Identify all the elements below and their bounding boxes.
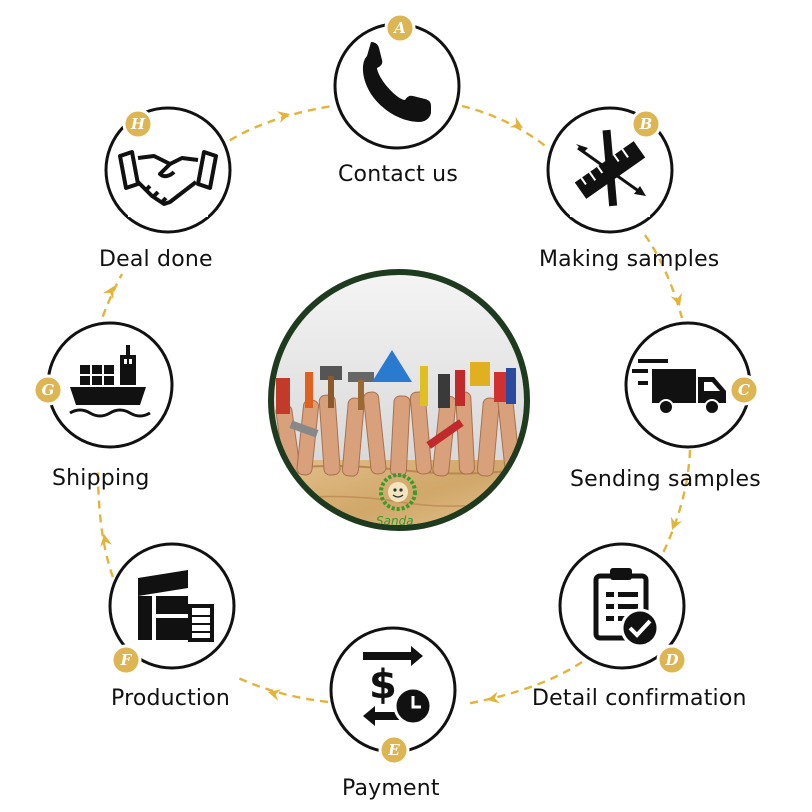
label-deal-done: Deal done (99, 247, 213, 272)
sanda-logo: Sanda (376, 473, 417, 528)
svg-text:E: E (387, 741, 400, 759)
step-e: $ (329, 626, 457, 754)
arrowhead-h-a (276, 111, 290, 123)
svg-text:G: G (42, 381, 55, 399)
badge-e: E (378, 734, 410, 766)
badge-f: F (110, 644, 142, 676)
badge-b: B (630, 108, 662, 140)
label-detail-confirmation: Detail confirmation (532, 686, 747, 711)
arrowhead-d-e (487, 691, 500, 704)
connector-e-f (233, 674, 329, 704)
step-b (546, 106, 674, 234)
badge-a: A (384, 12, 416, 44)
badge-g: G (32, 374, 64, 406)
svg-text:A: A (392, 19, 406, 37)
label-making-samples: Making samples (539, 247, 720, 272)
arrowhead-a-b (509, 116, 523, 128)
step-g (46, 321, 174, 449)
logo-text: Sanda (376, 514, 414, 528)
label-sending-samples: Sending samples (570, 467, 761, 492)
arrowheads (100, 111, 683, 704)
badge-d: D (656, 644, 688, 676)
ruler-pencil-icon (574, 129, 646, 207)
center-image: Sanda (268, 269, 530, 531)
arrowhead-c-d (670, 516, 683, 530)
badge-c: C (728, 374, 760, 406)
factory-icon (138, 570, 214, 642)
connector-b-c (644, 234, 684, 319)
letter-badges: A B C D E F G H (32, 12, 760, 766)
phone-icon (362, 42, 431, 122)
svg-text:$: $ (369, 662, 397, 708)
cargo-ship-icon (69, 345, 151, 418)
step-c (624, 321, 752, 449)
svg-text:B: B (639, 115, 653, 133)
handshake-icon (118, 150, 218, 206)
label-contact-us: Contact us (338, 162, 458, 187)
arrowhead-g-h (102, 286, 114, 300)
label-payment: Payment (342, 776, 440, 801)
arrowhead-e-f (268, 689, 282, 701)
label-production: Production (111, 686, 231, 711)
connector-a-b (461, 104, 549, 149)
label-shipping: Shipping (52, 466, 150, 491)
svg-text:H: H (130, 115, 146, 133)
svg-text:F: F (120, 651, 133, 669)
dollar-exchange-clock-icon: $ (363, 646, 433, 726)
clipboard-check-icon (593, 568, 660, 648)
badge-h: H (122, 108, 154, 140)
step-a (333, 22, 461, 150)
svg-text:D: D (664, 651, 678, 669)
delivery-truck-icon (632, 359, 726, 415)
step-d (558, 542, 686, 670)
step-f (108, 542, 236, 670)
arrowhead-f-g (100, 534, 112, 547)
svg-text:C: C (738, 381, 750, 399)
arrowhead-b-c (670, 292, 682, 306)
connector-c-d (661, 449, 692, 554)
connector-h-a (217, 104, 333, 149)
